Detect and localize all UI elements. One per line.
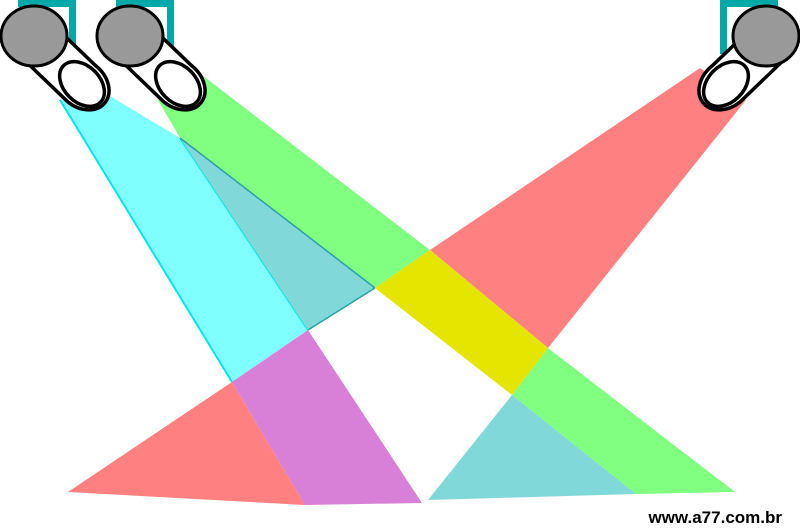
- green-beam-lower: [512, 348, 735, 494]
- cyan-beam: [60, 90, 308, 382]
- projector-rim: [57, 59, 107, 109]
- mount-bracket-arm: [720, 0, 727, 54]
- cyan-beam-edge: [59, 99, 233, 383]
- red-beam: [430, 68, 746, 348]
- mount-bracket: [116, 0, 174, 7]
- projector-rim: [701, 59, 751, 109]
- lens-icon: [95, 4, 165, 68]
- projector-rim: [153, 59, 203, 109]
- cyan-red-overlap: [232, 330, 422, 505]
- mount-bracket: [18, 0, 76, 7]
- red-floor-left: [68, 382, 305, 505]
- projector-left: [0, 0, 111, 112]
- mount-bracket-arm: [69, 0, 76, 54]
- green-red-overlap: [375, 250, 548, 395]
- cyan-green-overlap: [180, 138, 375, 330]
- lens-icon: [0, 4, 69, 68]
- cyan-floor-right: [428, 395, 636, 500]
- lens-icon: [731, 4, 800, 68]
- cyan-green-overlap-edge2: [307, 287, 376, 331]
- site-credit: www.a77.com.br: [648, 508, 782, 527]
- mount-bracket: [720, 0, 778, 7]
- mount-bracket-arm: [167, 0, 174, 54]
- projector-right: [697, 0, 800, 112]
- light-beams: [59, 68, 746, 505]
- green-beam: [158, 72, 430, 288]
- cyan-green-overlap-edge: [179, 137, 376, 289]
- projector-middle: [95, 0, 207, 112]
